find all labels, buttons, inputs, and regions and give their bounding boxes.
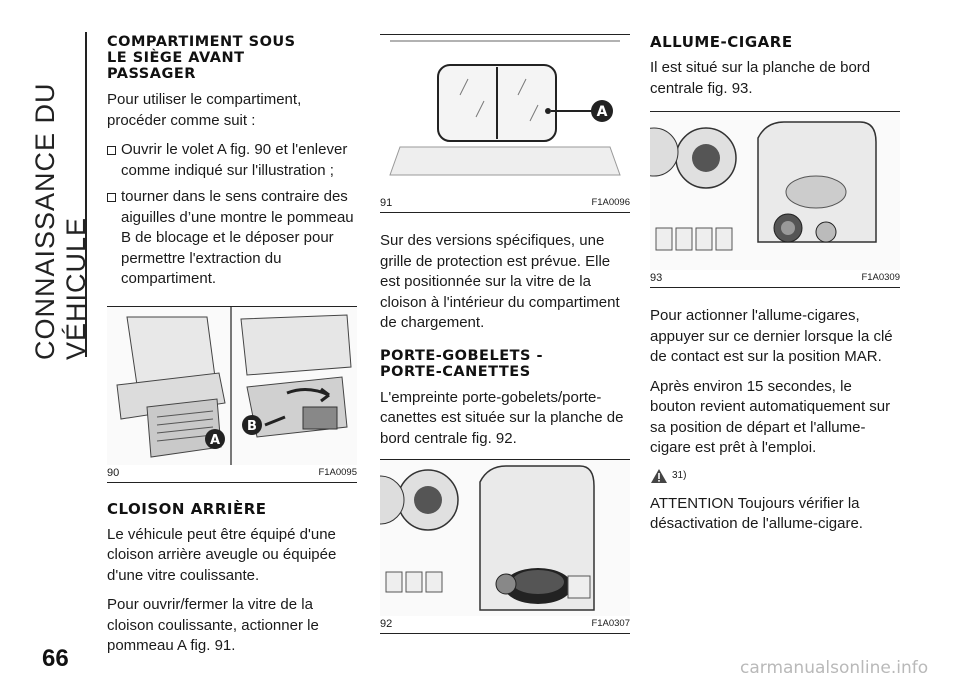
paragraph: Pour actionner l'allume-cigares, appuyer… [650, 307, 893, 365]
figure-label-a: A [597, 104, 608, 120]
heading-line: LE SIÈGE AVANT [107, 50, 245, 66]
figure-91: A 91 F1A0096 [380, 34, 630, 213]
warning-ref-text: 31) [672, 470, 687, 481]
figure-label-b: B [247, 419, 257, 434]
figure-number: 93 [650, 272, 663, 284]
seat-compartment-illustration: A B [107, 306, 357, 465]
heading-line: COMPARTIMENT SOUS [107, 34, 296, 50]
figure-code: F1A0095 [318, 466, 357, 478]
rear-partition-window-illustration: A [380, 35, 630, 195]
figure-number: 91 [380, 197, 393, 209]
paragraph: Il est situé sur la planche de bord cent… [650, 59, 871, 97]
figure-number: 90 [107, 466, 120, 479]
figure-caption: 93 F1A0309 [650, 270, 900, 287]
heading-porte-gobelets: PORTE-GOBELETS - PORTE-CANETTES [380, 348, 630, 380]
watermark: carmanualsonline.info [740, 658, 929, 678]
figure-90: A B 90 F1A0095 [107, 305, 357, 483]
figure-caption: 91 F1A0096 [380, 195, 630, 212]
warning-reference: 31) [650, 468, 900, 484]
bullet-text: tourner dans le sens contraire des aigui… [121, 188, 354, 287]
checkbox-bullet-icon [107, 193, 116, 202]
checkbox-bullet-icon [107, 146, 116, 155]
heading-cloison: CLOISON ARRIÈRE [107, 499, 267, 518]
heading-line: PORTE-CANETTES [380, 363, 531, 380]
column-2: A 91 F1A0096 Sur des versions spécifique… [380, 34, 630, 652]
paragraph: Sur des versions spécifiques, une grille… [380, 232, 620, 331]
column-3: ALLUME-CIGARE Il est situé sur la planch… [650, 34, 900, 544]
page-number: 66 [42, 645, 69, 672]
intro-paragraph: Pour utiliser le compartiment, procéder … [107, 91, 302, 129]
cigar-lighter-illustration [650, 112, 900, 270]
bullet-text: Ouvrir le volet A fig. 90 et l'enlever c… [121, 141, 348, 179]
figure-caption: 92 F1A0307 [380, 616, 630, 633]
heading-line: PASSAGER [107, 66, 196, 82]
figure-code: F1A0096 [591, 197, 630, 208]
bullet-item: tourner dans le sens contraire des aigui… [107, 187, 357, 290]
paragraph: L'empreinte porte-gobelets/porte-canette… [380, 388, 624, 447]
section-divider [85, 32, 87, 357]
cup-holder-illustration [380, 460, 630, 616]
figure-92: 92 F1A0307 [380, 459, 630, 634]
paragraph: Après environ 15 secondes, le bouton rev… [650, 377, 891, 457]
heading-allume-cigare: ALLUME-CIGARE [650, 33, 793, 51]
section-title-vertical: CONNAISSANCE DU VÉHICULE [30, 82, 91, 360]
figure-caption: 90 F1A0095 [107, 465, 357, 482]
heading-line: PORTE-GOBELETS - [380, 347, 544, 364]
warning-triangle-icon [651, 468, 667, 483]
figure-93: 93 F1A0309 [650, 111, 900, 288]
attention-paragraph: ATTENTION Toujours vérifier la désactiva… [650, 494, 863, 533]
figure-code: F1A0307 [591, 618, 630, 629]
paragraph: Pour ouvrir/fermer la vitre de la cloiso… [107, 596, 319, 654]
paragraph: Le véhicule peut être équipé d'une clois… [107, 525, 337, 584]
figure-label-a: A [210, 433, 220, 448]
bullet-item: Ouvrir le volet A fig. 90 et l'enlever c… [107, 140, 357, 181]
figure-number: 92 [380, 618, 393, 630]
column-1: COMPARTIMENT SOUS LE SIÈGE AVANT PASSAGE… [107, 34, 357, 666]
heading-compartiment: COMPARTIMENT SOUS LE SIÈGE AVANT PASSAGE… [107, 34, 357, 82]
figure-code: F1A0309 [861, 272, 900, 283]
